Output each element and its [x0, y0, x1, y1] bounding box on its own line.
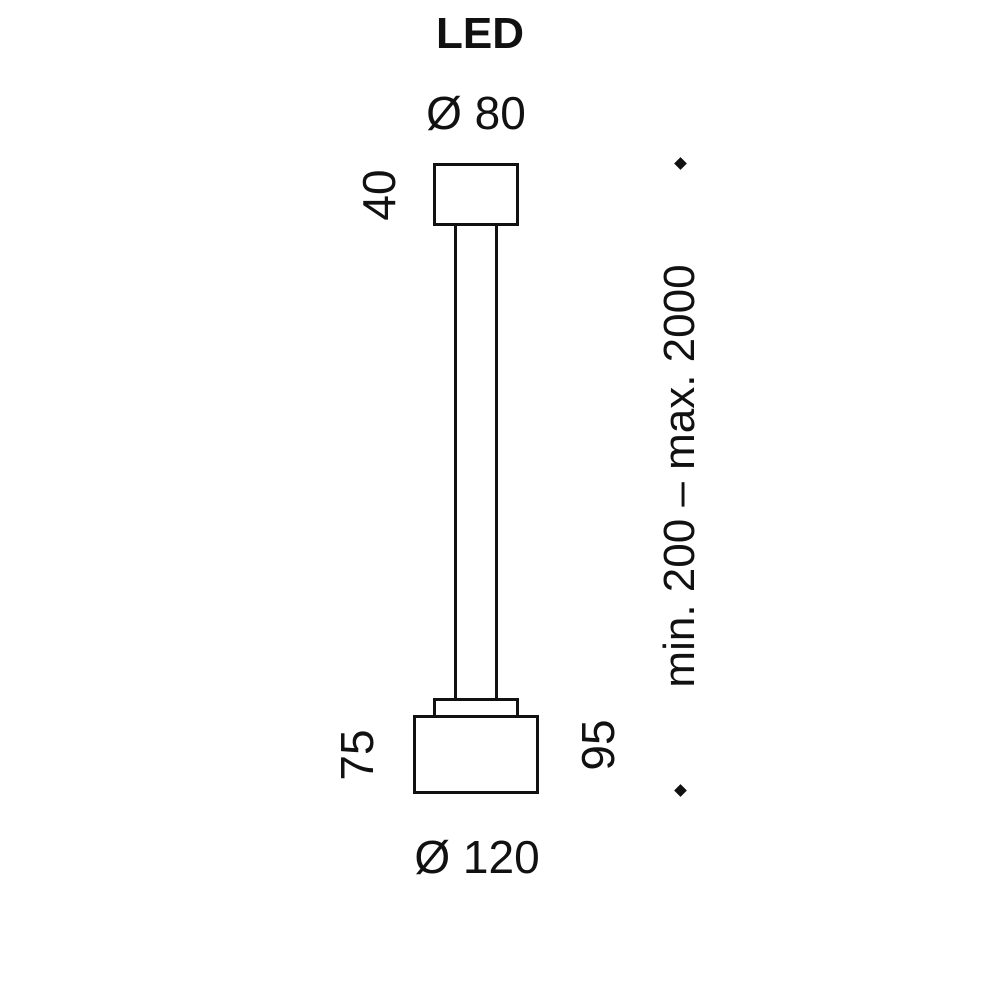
- shade-outline: [413, 715, 539, 794]
- suspension-rod-outline: [454, 223, 498, 701]
- shade-diameter-label: Ø 120: [414, 831, 540, 883]
- canopy-diameter-label: Ø 80: [426, 87, 526, 139]
- total-shade-height-label: 95: [572, 719, 624, 771]
- suspension-range-label: min. 200 – max. 2000: [655, 264, 704, 688]
- range-marker-top: [674, 157, 687, 170]
- drawing-title: LED: [436, 9, 524, 58]
- shade-height-label: 75: [331, 729, 383, 781]
- canopy-height-label: 40: [353, 169, 405, 221]
- range-marker-bottom: [674, 784, 687, 797]
- canopy-outline: [433, 163, 519, 226]
- shade-collar-outline: [433, 698, 519, 718]
